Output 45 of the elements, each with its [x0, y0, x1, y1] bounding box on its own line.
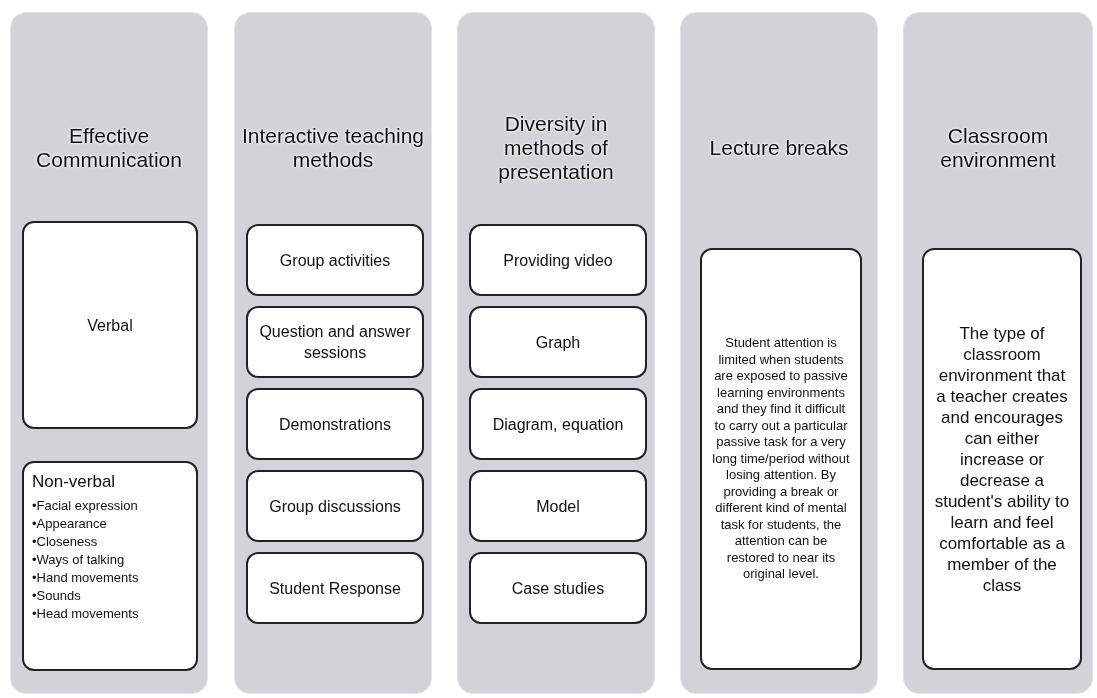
item-box: [246, 388, 424, 460]
box-text: Demonstrations: [278, 414, 391, 435]
list-item: •Facial expression: [32, 497, 139, 515]
item-box: [246, 306, 424, 378]
box-text: Group discussions: [269, 496, 401, 517]
item-box: [469, 306, 647, 378]
box-text: Diagram, equation: [492, 414, 624, 435]
box-text: Student Response: [269, 578, 401, 599]
box-heading: Non-verbal: [32, 471, 117, 493]
item-box: [246, 470, 424, 542]
box-text: Providing video: [503, 250, 613, 271]
list-item: •Head movements: [32, 605, 140, 623]
list-item: •Closeness: [32, 533, 99, 551]
list-item: •Appearance: [32, 515, 108, 533]
box-text: Graph: [535, 332, 581, 353]
column-panel: [457, 12, 655, 694]
column-heading: Interactive teaching methods: [240, 124, 426, 172]
column-panel: [10, 12, 208, 694]
column-panel: [680, 12, 878, 694]
column-panel: [903, 12, 1093, 694]
item-box: [700, 248, 862, 670]
item-box: [246, 552, 424, 624]
item-box: [469, 388, 647, 460]
box-text: The type of classroom environment that a teacher creates and encourages can either increase or decrease a student's ability to learn and feel comfortable as a member of the class: [933, 322, 1071, 596]
item-box: [922, 248, 1082, 670]
box-text: Question and answer sessions: [258, 322, 412, 363]
column-heading: Diversity in methods of presentation: [497, 112, 615, 184]
column-heading: Lecture breaks: [709, 136, 849, 160]
item-box: [22, 221, 198, 429]
item-box: [246, 224, 424, 296]
column-heading: Classroom environment: [939, 124, 1057, 172]
box-text: Group activities: [279, 250, 391, 271]
box-text: Model: [536, 496, 580, 517]
column-heading: Effective Communication: [35, 124, 183, 172]
box-text: Student attention is limited when students are exposed to passive learning environments and they find it difficult to carry out a particular passive task for a very long time/period without losing attention. By providing a break or different kind of mental task for students, the attention can be restored to near its original level.: [711, 335, 851, 583]
list-item: •Sounds: [32, 587, 82, 605]
box-text: Verbal: [87, 315, 133, 336]
item-box: [469, 224, 647, 296]
list-item: •Hand movements: [32, 569, 140, 587]
list-box: [22, 461, 198, 671]
item-box: [469, 552, 647, 624]
column-panel: [234, 12, 432, 694]
box-text: Case studies: [511, 578, 605, 599]
list-item: •Ways of talking: [32, 551, 126, 569]
item-box: [469, 470, 647, 542]
